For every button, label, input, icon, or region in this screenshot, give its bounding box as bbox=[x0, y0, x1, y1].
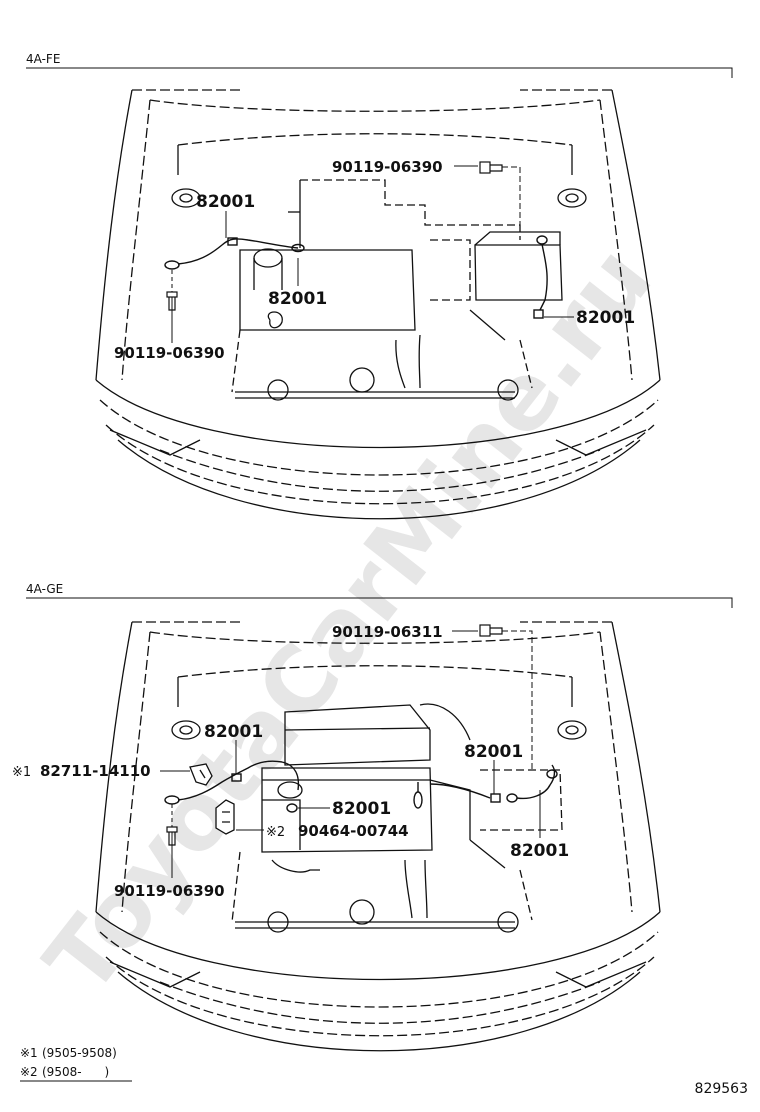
note-1-text: (9505-9508) bbox=[42, 1046, 117, 1060]
callout-ge-clamp: 90464-00744 bbox=[298, 822, 409, 840]
note-2-text: (9508- ) bbox=[42, 1065, 109, 1079]
engine-bay-drawing bbox=[95, 89, 661, 520]
section-bracket bbox=[26, 597, 733, 608]
leader-lines bbox=[171, 165, 574, 343]
section-4a-ge: 4A-GE bbox=[12, 582, 733, 1052]
callout-ge-top-bolt: 90119-06311 bbox=[332, 623, 443, 641]
callout-ge-left-wire: 82001 bbox=[204, 722, 263, 742]
callout-ge-sensor-mark: ※1 bbox=[12, 765, 31, 780]
callout-ge-clamp-mark: ※2 bbox=[266, 825, 285, 840]
note-1-mark: ※1 bbox=[20, 1046, 38, 1060]
part-ground-strap-center bbox=[286, 782, 423, 813]
note-2-mark: ※2 bbox=[20, 1065, 38, 1079]
callout-fe-center-wire: 82001 bbox=[268, 289, 327, 309]
callout-ge-center-wire: 82001 bbox=[332, 799, 391, 819]
part-ground-strap-right bbox=[429, 764, 558, 803]
sensor-icon bbox=[189, 763, 213, 786]
callout-fe-left-wire: 82001 bbox=[196, 192, 255, 212]
section-4a-fe: 4A-FE bbox=[26, 52, 733, 520]
part-ground-strap-right bbox=[533, 235, 548, 319]
callout-ge-left-bolt: 90119-06390 bbox=[114, 882, 225, 900]
section-bracket bbox=[26, 67, 733, 78]
part-ground-strap-left bbox=[164, 237, 305, 270]
section-title: 4A-FE bbox=[26, 52, 60, 66]
callout-ge-sensor: 82711-14110 bbox=[40, 762, 151, 780]
bolt-icon bbox=[479, 624, 503, 637]
clamp-icon bbox=[215, 799, 235, 835]
engine-bay-drawing bbox=[95, 621, 661, 1052]
bolt-icon bbox=[479, 161, 503, 174]
callout-fe-left-bolt: 90119-06390 bbox=[114, 344, 225, 362]
callout-fe-right-wire: 82001 bbox=[576, 308, 635, 328]
diagram-number: 829563 bbox=[695, 1081, 748, 1097]
leader-lines bbox=[160, 630, 541, 878]
callout-fe-top-bolt: 90119-06390 bbox=[332, 158, 443, 176]
callout-ge-right-bottom-wire: 82001 bbox=[510, 841, 569, 861]
callout-ge-right-top-wire: 82001 bbox=[464, 742, 523, 762]
footnotes: ※1 (9505-9508) ※2 (9508- ) bbox=[20, 1046, 132, 1082]
section-title: 4A-GE bbox=[26, 582, 63, 596]
